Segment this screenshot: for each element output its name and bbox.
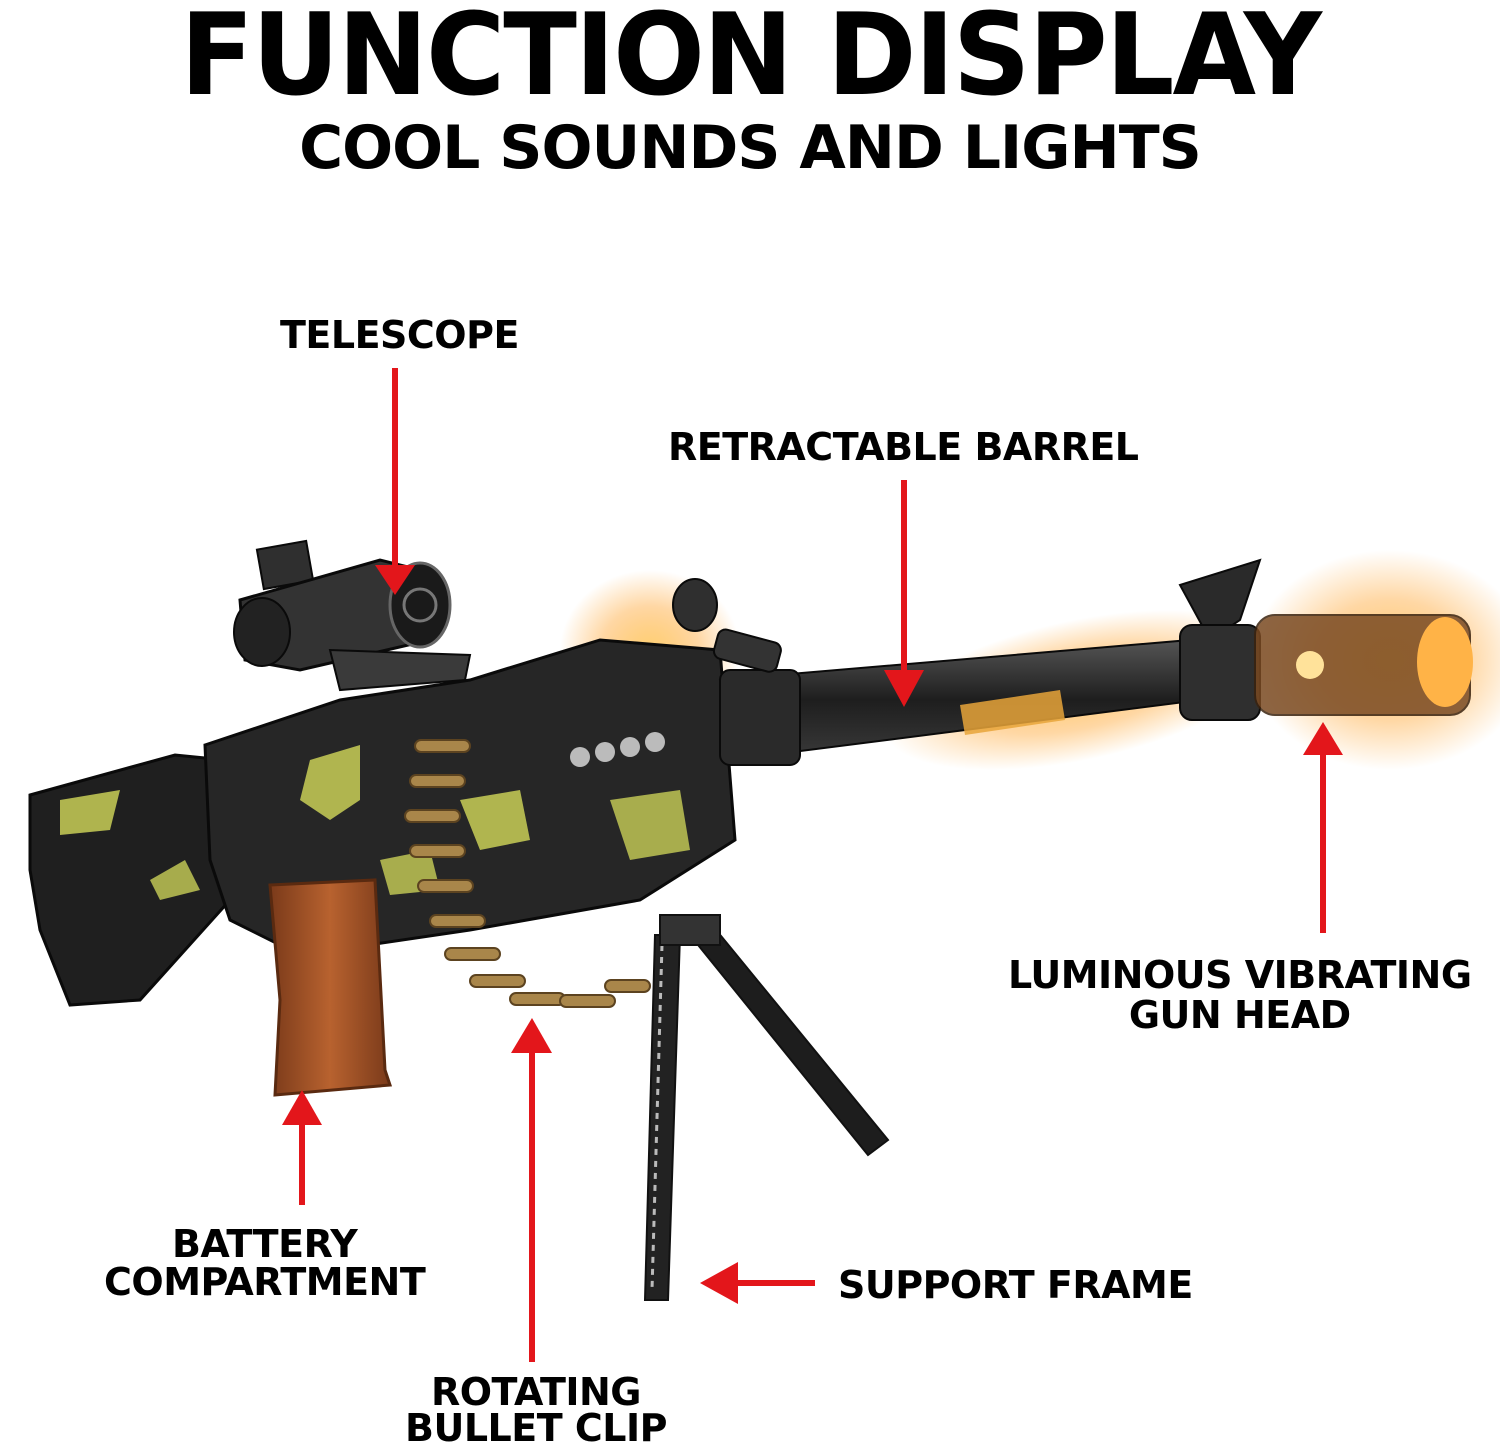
retractable-barrel-graphic (718, 638, 1202, 766)
label-battery-compartment: BATTERY COMPARTMENT (104, 1222, 426, 1304)
bullet-clip-graphic (404, 739, 651, 1008)
label-telescope: TELESCOPE (280, 313, 519, 357)
arrow-bullet-clip-icon (511, 1018, 552, 1053)
page-title: FUNCTION DISPLAY (180, 0, 1322, 122)
label-retractable-barrel: RETRACTABLE BARREL (668, 425, 1139, 469)
gun-head-graphic (1178, 558, 1473, 721)
arrow-battery-icon (282, 1090, 322, 1125)
battery-compartment-graphic (268, 878, 393, 1097)
page-subtitle: COOL SOUNDS AND LIGHTS (299, 113, 1202, 183)
telescope-graphic (233, 539, 472, 692)
label-rotating-bullet-clip: ROTATING BULLET CLIP (405, 1370, 667, 1450)
label-luminous-vibrating-gun-head: LUMINOUS VIBRATING GUN HEAD (1008, 953, 1472, 1037)
support-frame-graphic (643, 914, 890, 1301)
front-sight (672, 578, 782, 673)
arrow-telescope-icon (375, 565, 415, 595)
gun-receiver (203, 638, 737, 957)
arrow-support-frame-icon (700, 1262, 738, 1304)
gun-stock (28, 753, 232, 1007)
label-support-frame: SUPPORT FRAME (838, 1263, 1193, 1307)
arrow-barrel-icon (884, 670, 924, 707)
arrow-gun-head-icon (1303, 722, 1343, 755)
